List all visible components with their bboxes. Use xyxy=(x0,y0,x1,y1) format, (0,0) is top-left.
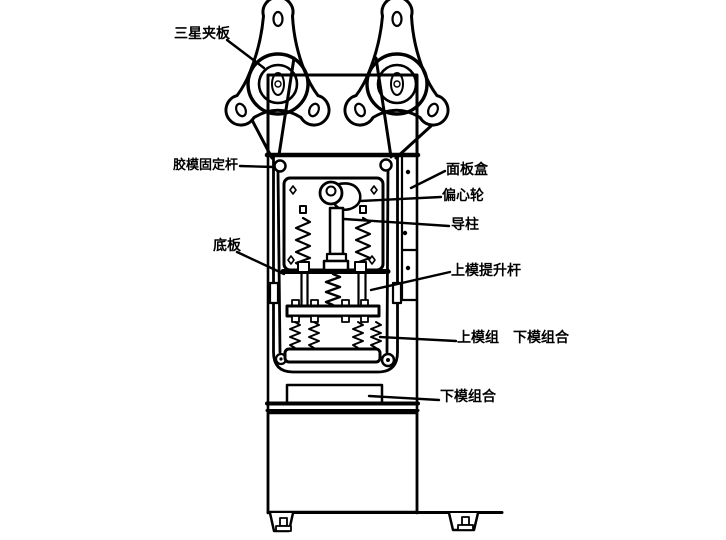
upper-mold-plate xyxy=(285,304,381,318)
label-eccentric-wheel: 偏心轮 xyxy=(442,188,484,204)
leader-upper-mold-lifting-rod xyxy=(369,270,452,292)
lobe-hole xyxy=(353,102,367,118)
leader-upper-mold-group xyxy=(378,335,458,343)
hub xyxy=(390,72,404,96)
leader-lines xyxy=(225,38,458,402)
leader-rubber-mold-fixing-rod xyxy=(238,164,276,169)
hub-center xyxy=(393,80,401,88)
mold-spring xyxy=(352,321,364,349)
panel-box-dot xyxy=(405,169,411,175)
spring-coil xyxy=(354,216,372,269)
mold-spring xyxy=(370,321,382,349)
leader-three-star-clamp-plate xyxy=(225,38,266,70)
pulley-outer xyxy=(246,52,310,116)
hub xyxy=(271,72,285,96)
label-lower-mold-assembly: 下模组合 xyxy=(440,389,496,405)
label-bottom-plate: 底板 xyxy=(213,238,241,254)
left-foot xyxy=(268,511,295,533)
leader-guide-column xyxy=(342,217,451,228)
star-plate-right xyxy=(343,0,450,127)
drive-belts xyxy=(250,56,433,354)
label-guide-column: 导柱 xyxy=(451,217,479,233)
eccentric-wheel xyxy=(318,180,362,211)
leader-lower-mold-assembly xyxy=(367,394,441,402)
lower-section xyxy=(265,383,504,533)
leader-bottom-plate xyxy=(235,250,286,276)
label-panel-box: 面板盒 xyxy=(446,162,488,178)
lobe-hole xyxy=(234,102,248,118)
base-cabinet xyxy=(266,411,419,514)
guide-column xyxy=(322,206,350,272)
lower-mold-plate xyxy=(283,347,382,364)
panel-box-dot xyxy=(405,265,411,271)
lobe-hole xyxy=(307,102,321,118)
spring-cap xyxy=(359,205,367,214)
label-rubber-mold-fixing-rod: 胶模固定杆 xyxy=(173,158,239,173)
right-latch xyxy=(391,281,403,305)
mold-press-assembly xyxy=(283,261,382,364)
leader-eccentric-wheel xyxy=(358,195,443,203)
lower-mold-shelf xyxy=(285,383,384,404)
left-latch xyxy=(268,281,280,305)
lobe-hole xyxy=(272,10,284,28)
hub-center xyxy=(274,80,282,88)
mold-spring xyxy=(308,321,320,349)
panel-box xyxy=(400,155,419,302)
spring-coil xyxy=(294,216,312,269)
pulley-outer xyxy=(365,52,429,116)
label-upper-mold-group-lower-mold-assembly: 上模组 下模组合 xyxy=(457,330,569,346)
mold-spring xyxy=(289,321,301,349)
leader-panel-box xyxy=(409,169,447,190)
pulley-inner xyxy=(257,63,299,105)
upper-left-pulley xyxy=(273,159,287,173)
center-spring xyxy=(324,272,342,307)
machine-frame xyxy=(264,73,421,515)
corner-hole xyxy=(289,185,297,195)
right-foot xyxy=(447,511,480,532)
spring-cap xyxy=(299,205,307,214)
label-three-star-clamp-plate: 三星夹板 xyxy=(174,26,230,42)
corner-hole xyxy=(370,185,378,195)
rod-cap xyxy=(297,261,310,273)
upper-right-pulley xyxy=(379,158,393,172)
pulley-inner xyxy=(376,63,418,105)
panel-springs xyxy=(294,205,372,269)
rod-cap xyxy=(354,261,367,273)
panel-box-dot xyxy=(402,230,408,236)
label-upper-mold-lifting-rod: 上模提升杆 xyxy=(451,263,521,279)
corner-hole xyxy=(287,255,295,265)
lobe-hole xyxy=(391,10,403,28)
star-plate-left xyxy=(224,0,331,127)
lobe-hole xyxy=(426,102,440,118)
